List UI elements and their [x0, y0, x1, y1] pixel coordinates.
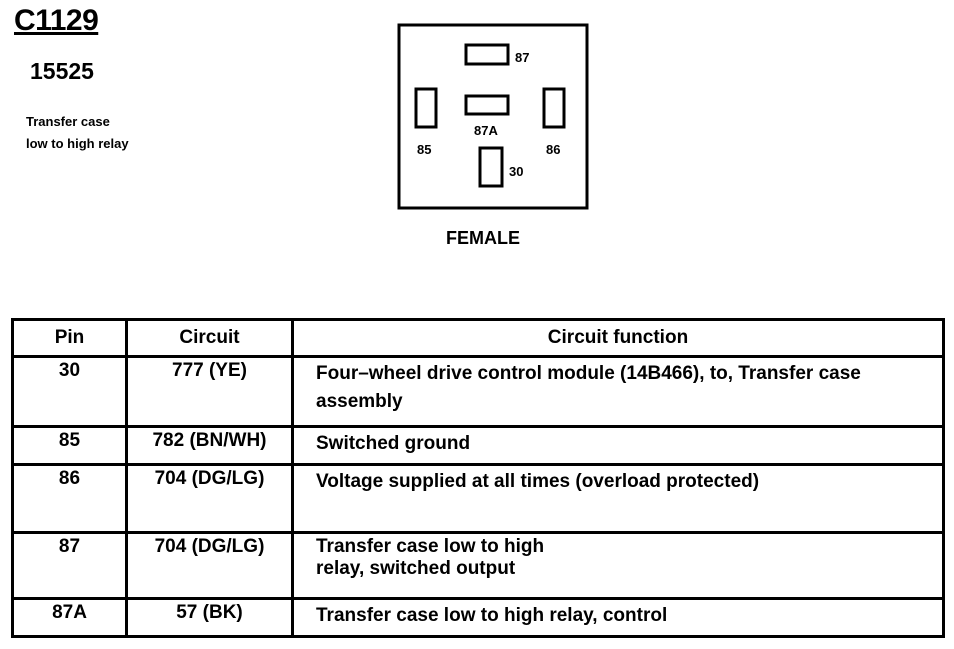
cell-function: Voltage supplied at all times (overload …: [291, 463, 945, 534]
cell-function: Switched ground: [291, 425, 945, 466]
cell-function: Transfer case low to high relay, switche…: [291, 531, 945, 600]
terminal-86: [542, 87, 566, 129]
connector-face-diagram: 87 87A 85 86 30: [396, 22, 596, 212]
cell-pin: 87A: [11, 597, 128, 638]
header-circuit-function: Circuit function: [291, 318, 945, 358]
terminal-87a: [464, 94, 510, 116]
pin-table: Pin Circuit Circuit function 30 777 (YE)…: [11, 318, 945, 638]
table-row: 86 704 (DG/LG) Voltage supplied at all t…: [11, 463, 945, 534]
connector-housing: [397, 23, 589, 210]
cell-circuit: 782 (BN/WH): [125, 425, 294, 466]
table-row: 30 777 (YE) Four–wheel drive control mod…: [11, 355, 945, 428]
table-header-row: Pin Circuit Circuit function: [11, 318, 945, 358]
part-number: 15525: [30, 58, 94, 84]
terminal-30: [478, 146, 504, 188]
table-row: 87 704 (DG/LG) Transfer case low to high…: [11, 531, 945, 600]
terminal-85: [414, 87, 438, 129]
pin-label-87: 87: [515, 50, 530, 65]
connector-id: C1129: [14, 4, 99, 37]
cell-pin: 86: [11, 463, 128, 534]
description-line-1: Transfer case: [26, 114, 110, 129]
description-line-2: low to high relay: [26, 136, 129, 151]
cell-pin: 30: [11, 355, 128, 428]
table-row: 85 782 (BN/WH) Switched ground: [11, 425, 945, 466]
header-pin: Pin: [11, 318, 128, 358]
cell-circuit: 777 (YE): [125, 355, 294, 428]
cell-pin: 87: [11, 531, 128, 600]
cell-pin: 85: [11, 425, 128, 466]
cell-circuit: 704 (DG/LG): [125, 463, 294, 534]
header-circuit: Circuit: [125, 318, 294, 358]
connector-gender-label: FEMALE: [446, 228, 520, 248]
table-row: 87A 57 (BK) Transfer case low to high re…: [11, 597, 945, 638]
terminal-87: [464, 43, 510, 66]
pin-label-30: 30: [509, 164, 524, 179]
cell-function: Four–wheel drive control module (14B466)…: [291, 355, 945, 428]
pin-label-86: 86: [546, 142, 561, 157]
pin-label-87a: 87A: [474, 123, 498, 138]
connector-description: Transfer case low to high relay: [26, 111, 129, 155]
cell-function: Transfer case low to high relay, control: [291, 597, 945, 638]
cell-circuit: 57 (BK): [125, 597, 294, 638]
connector-outline: [397, 23, 589, 210]
pin-label-85: 85: [417, 142, 432, 157]
cell-circuit: 704 (DG/LG): [125, 531, 294, 600]
